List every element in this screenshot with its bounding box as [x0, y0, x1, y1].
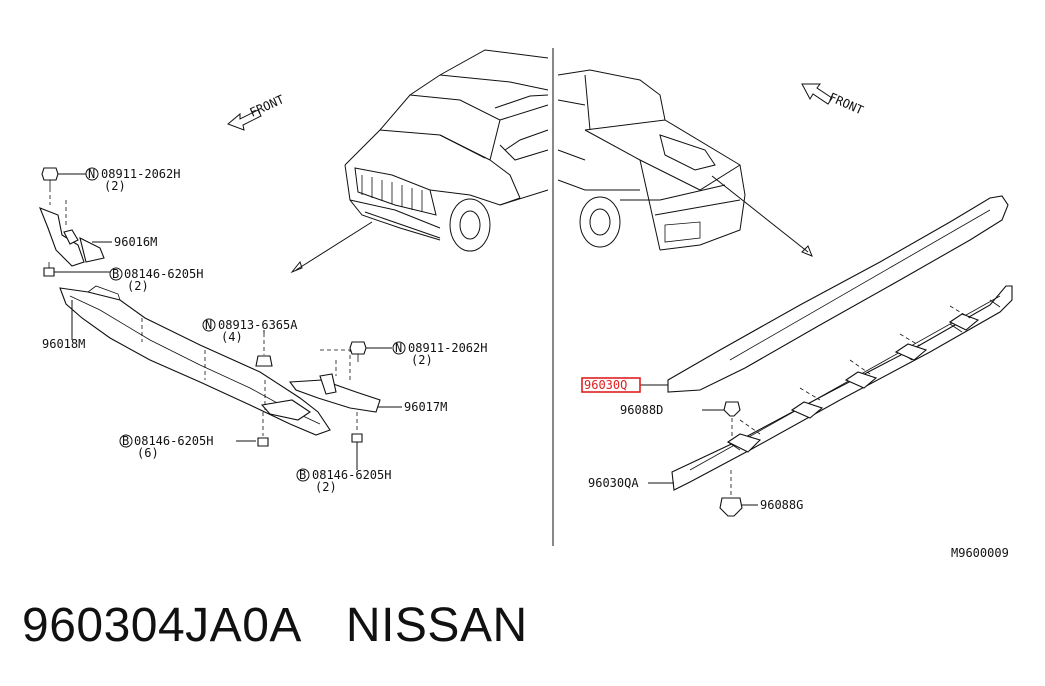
- caption-part-number: 960304JA0A: [22, 599, 302, 652]
- svg-text:N: N: [395, 341, 402, 355]
- clip-nut-mid-right: [349, 341, 367, 362]
- callout-b08146-left-top: B 08146-6205H (2): [109, 267, 203, 293]
- svg-text:08146-6205H: 08146-6205H: [124, 267, 203, 281]
- front-arrow-label: FRONT: [827, 90, 866, 117]
- label-96016m: 96016M: [114, 235, 157, 249]
- svg-text:(4): (4): [221, 330, 243, 344]
- clip-96088g: [719, 470, 743, 517]
- svg-text:N: N: [88, 167, 95, 181]
- svg-text:B: B: [112, 267, 119, 281]
- svg-text:B: B: [299, 468, 306, 482]
- label-96017m: 96017M: [404, 400, 447, 414]
- front-arrow-right: FRONT: [801, 83, 866, 117]
- callout-n08911-left: N 08911-2062H (2): [85, 167, 180, 193]
- label-96030q: 96030Q: [584, 378, 627, 392]
- diagram-id: M9600009: [951, 546, 1009, 560]
- callout-b08146-mid: B 08146-6205H (6): [119, 434, 213, 460]
- truck-rear-illustration: [557, 69, 746, 251]
- svg-text:(6): (6): [137, 446, 159, 460]
- bolt-bottom: [351, 412, 363, 443]
- svg-text:B: B: [122, 434, 129, 448]
- step-bracket-96030qa: [671, 285, 1013, 491]
- front-under-garnish-96018m: [59, 285, 331, 436]
- leader-truck-rear: [711, 175, 809, 253]
- front-arrow-label: FRONT: [248, 92, 287, 119]
- label-96088g: 96088G: [760, 498, 803, 512]
- clip-96088d: [723, 401, 741, 440]
- svg-text:08146-6205H: 08146-6205H: [312, 468, 391, 482]
- label-96088d: 96088D: [620, 403, 663, 417]
- truck-front-illustration: [344, 49, 549, 252]
- clip-nut-top-left: [41, 167, 59, 188]
- callout-b08146-bottom: B 08146-6205H (2): [296, 468, 391, 494]
- label-96030qa: 96030QA: [588, 476, 639, 490]
- svg-text:N: N: [205, 318, 212, 332]
- front-arrow-left: FRONT: [227, 92, 287, 131]
- svg-text:(2): (2): [315, 480, 337, 494]
- caption-brand: NISSAN: [345, 599, 528, 652]
- svg-text:(2): (2): [104, 179, 126, 193]
- highlight-box-96030q: [581, 377, 641, 393]
- callout-n08913: N 08913-6365A (4): [202, 318, 298, 344]
- bracket-96016m: [39, 188, 105, 267]
- svg-text:08911-2062H: 08911-2062H: [101, 167, 180, 181]
- side-step-cover-96030q: [667, 195, 1009, 393]
- svg-text:(2): (2): [411, 353, 433, 367]
- callout-n08911-right: N 08911-2062H (2): [392, 341, 487, 367]
- label-96018m: 96018M: [42, 337, 85, 351]
- leader-truck-front: [295, 221, 373, 271]
- bolt-mid: [257, 412, 269, 447]
- svg-text:08913-6365A: 08913-6365A: [218, 318, 298, 332]
- clip-08913: [255, 333, 273, 367]
- svg-text:08146-6205H: 08146-6205H: [134, 434, 213, 448]
- bolt-left-top: [43, 262, 55, 277]
- caption: 960304JA0A NISSAN: [22, 598, 528, 653]
- svg-text:(2): (2): [127, 279, 149, 293]
- bracket-96017m: [288, 349, 381, 413]
- svg-text:08911-2062H: 08911-2062H: [408, 341, 487, 355]
